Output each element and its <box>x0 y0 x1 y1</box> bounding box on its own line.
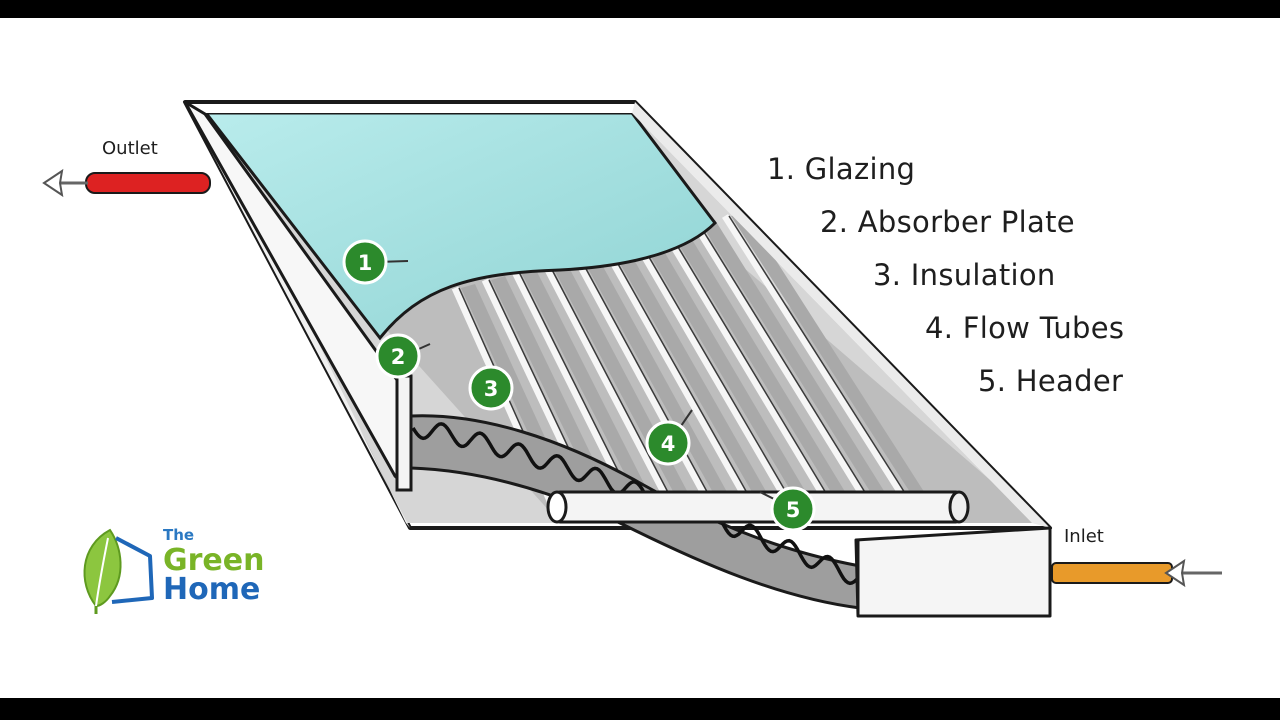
flow-tube <box>692 222 883 523</box>
svg-text:3: 3 <box>484 377 499 401</box>
insulation-wave <box>411 422 860 586</box>
logo-text-the: The <box>163 526 195 544</box>
legend-item-insulation: 3. Insulation <box>873 258 1056 292</box>
flow-tube <box>722 214 923 523</box>
frame-left-wall <box>185 102 410 528</box>
absorber-stripe <box>611 244 784 523</box>
flow-tube-edge <box>548 263 685 523</box>
absorber-stripe <box>581 252 744 523</box>
absorber-stripe <box>641 236 824 523</box>
outlet-label: Outlet <box>102 138 158 159</box>
flow-tube <box>541 262 684 523</box>
flow-tube-edge <box>608 247 765 523</box>
frame-bottom-box <box>854 526 1052 618</box>
logo-text-home: Home <box>163 572 261 607</box>
inlet-pipe <box>1051 558 1222 588</box>
flow-tube <box>571 254 724 523</box>
badge-flow-tubes: 4 <box>645 420 691 466</box>
svg-text:2: 2 <box>391 345 406 369</box>
absorber-stripe <box>701 220 904 523</box>
absorber-stripe <box>521 268 664 523</box>
legend-item-absorber-plate: 2. Absorber Plate <box>820 205 1075 239</box>
svg-text:1: 1 <box>358 251 373 275</box>
solar-collector-diagram: 1 2 3 4 5 <box>42 100 1222 618</box>
logo-leaf-icon <box>83 528 154 614</box>
header-pipe <box>546 490 970 524</box>
legend-item-header: 5. Header <box>978 364 1124 398</box>
flow-tube <box>631 238 804 523</box>
diagram-canvas: 1 2 3 4 5 1. Glazing 2. Absorber Plate 3… <box>0 18 1280 698</box>
logo-text-green: Green <box>163 543 265 578</box>
legend-item-flow-tubes: 4. Flow Tubes <box>925 311 1125 345</box>
frame-right-wall <box>632 102 1050 528</box>
absorber-stripe <box>671 228 864 523</box>
badge-header: 5 <box>770 486 816 532</box>
flow-tube-edge <box>668 231 845 523</box>
outlet-pipe <box>42 168 211 198</box>
flow-tube-edge <box>728 215 925 523</box>
legend-item-glazing: 1. Glazing <box>767 152 916 186</box>
svg-text:4: 4 <box>661 432 676 456</box>
absorber-stripe <box>731 212 944 523</box>
absorber-stripes <box>461 212 944 523</box>
badge-absorber-plate: 2 <box>375 333 421 379</box>
svg-text:5: 5 <box>786 498 801 522</box>
flow-tube <box>662 230 843 523</box>
badge-insulation: 3 <box>468 365 514 411</box>
badge-glazing: 1 <box>342 239 388 285</box>
inlet-label: Inlet <box>1064 526 1104 547</box>
flow-tube-edge <box>578 255 725 523</box>
flow-tube <box>601 246 764 523</box>
flow-tube-edge <box>698 223 885 523</box>
flow-tube-edge <box>638 239 805 523</box>
frame-left-post <box>395 374 413 492</box>
glazing-panel <box>206 113 717 341</box>
